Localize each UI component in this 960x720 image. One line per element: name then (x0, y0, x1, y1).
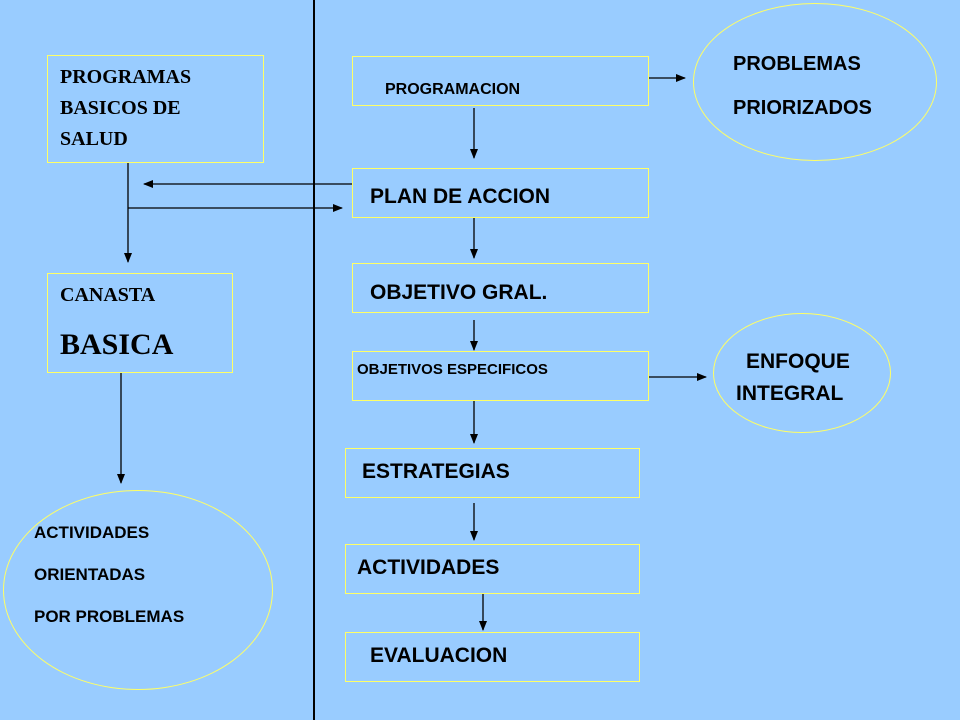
objetivo-gral-box (352, 263, 649, 313)
programacion-box (352, 56, 649, 106)
enfoque-integral-oval (713, 313, 891, 433)
actividades-orientadas-line-2: ORIENTADAS (34, 565, 146, 584)
programas-basicos-box (47, 55, 264, 163)
problemas-priorizados-oval (693, 3, 937, 161)
evaluacion-box (345, 632, 640, 682)
enfoque-line-1: ENFOQUE (746, 350, 850, 373)
objetivos-especificos-box (352, 351, 649, 401)
problemas-line-2: PRIORIZADOS (733, 97, 872, 119)
enfoque-line-2: INTEGRAL (736, 382, 844, 405)
actividades-box (345, 544, 640, 594)
canasta-basica-box (47, 273, 233, 373)
plan-accion-label: PLAN DE ACCION (370, 185, 551, 208)
actividades-label: ACTIVIDADES (357, 556, 500, 579)
basica-label: BASICA (60, 328, 174, 361)
plan-accion-box (352, 168, 649, 218)
objetivos-especificos-label: OBJETIVOS ESPECIFICOS (357, 361, 548, 378)
actividades-orientadas-line-1: ACTIVIDADES (34, 523, 150, 542)
vertical-divider-line (313, 0, 315, 720)
programas-line-2: BASICOS DE (60, 97, 181, 119)
problemas-line-1: PROBLEMAS (733, 53, 861, 75)
canasta-label: CANASTA (60, 284, 156, 306)
objetivo-gral-label: OBJETIVO GRAL. (370, 281, 548, 304)
estrategias-box (345, 448, 640, 498)
estrategias-label: ESTRATEGIAS (362, 460, 510, 483)
programas-line-1: PROGRAMAS (60, 66, 192, 88)
evaluacion-label: EVALUACION (370, 644, 508, 667)
programacion-label: PROGRAMACION (385, 81, 521, 98)
actividades-orientadas-oval (3, 490, 273, 690)
actividades-orientadas-line-3: POR PROBLEMAS (34, 607, 185, 626)
programas-line-3: SALUD (60, 128, 128, 150)
